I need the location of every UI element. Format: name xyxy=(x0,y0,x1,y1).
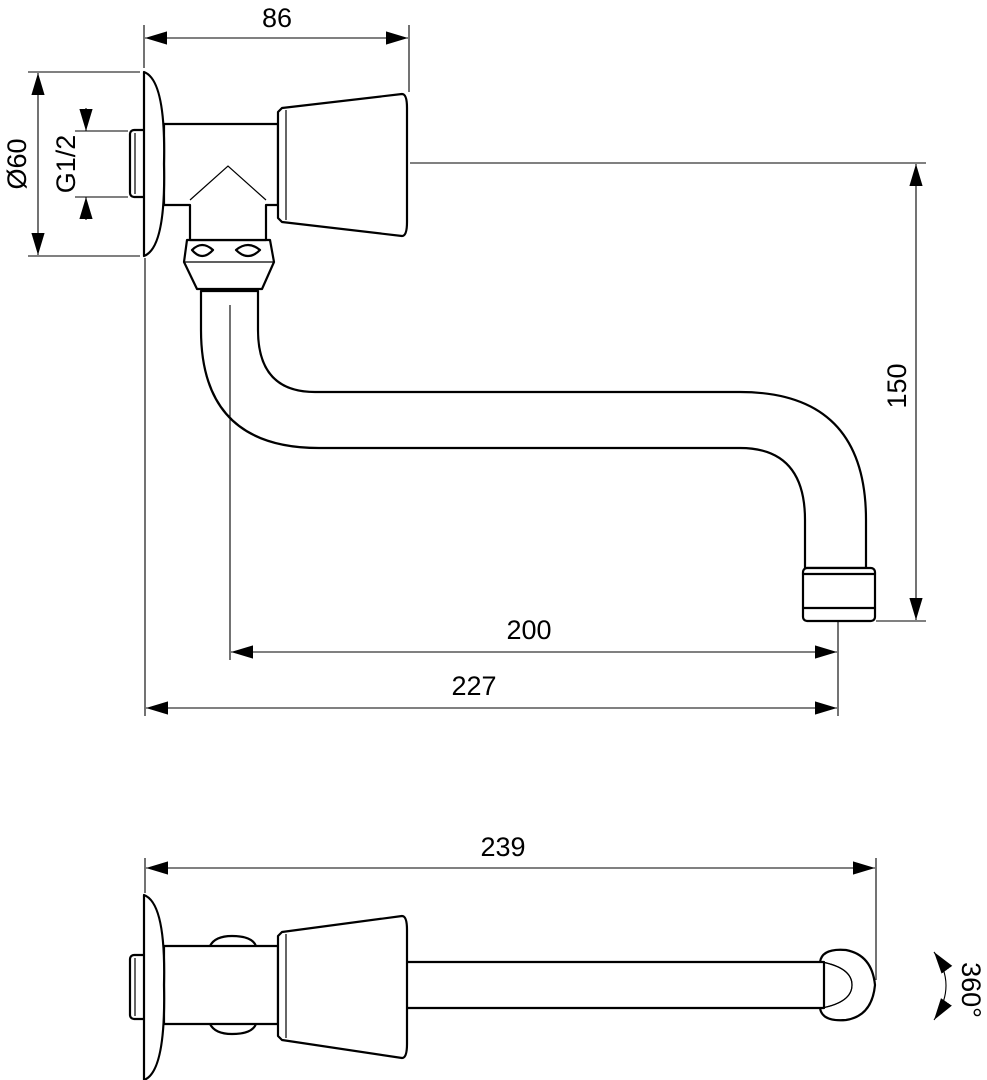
dim-239-label: 239 xyxy=(480,832,525,862)
dim-200-label: 200 xyxy=(506,615,551,645)
rotation-arrow xyxy=(933,951,953,1021)
handle-top xyxy=(276,914,409,1060)
top-dimensions: 239 360° xyxy=(144,832,986,1021)
spout-tube-top xyxy=(404,960,826,1010)
dim-86-label: 86 xyxy=(262,3,292,33)
side-view xyxy=(128,70,877,623)
wall-rosette-top xyxy=(142,893,166,1080)
dim-diameter-label: Ø60 xyxy=(2,138,32,189)
valve-body-top xyxy=(162,944,280,1026)
top-view xyxy=(128,893,877,1080)
dim-227-label: 227 xyxy=(451,671,496,701)
spout-end xyxy=(818,948,877,1022)
spout-tube xyxy=(199,289,868,570)
aerator xyxy=(801,566,877,623)
dim-150-label: 150 xyxy=(882,363,912,408)
dim-rotation-label: 360° xyxy=(956,962,986,1018)
valve-body xyxy=(162,122,280,242)
wall-rosette xyxy=(142,70,166,258)
dim-thread-label: G1/2 xyxy=(51,135,81,194)
side-dimensions: 86 Ø60 G1/2 150 200 227 xyxy=(2,3,926,716)
handle xyxy=(276,92,409,238)
